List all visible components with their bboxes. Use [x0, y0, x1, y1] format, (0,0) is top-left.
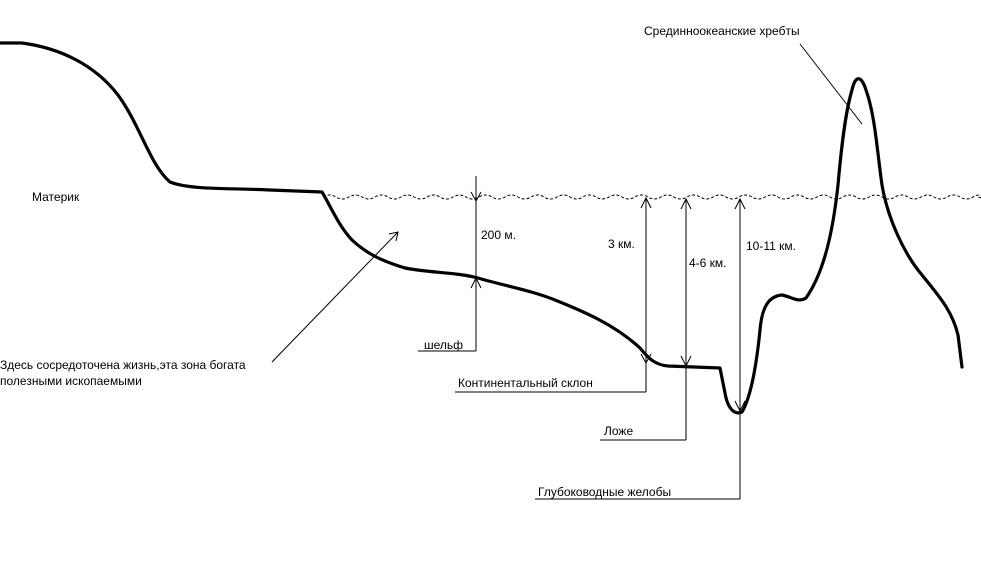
depth-4-6km-arrow-bottom [680, 355, 692, 368]
depth-200-arrow-top [470, 191, 482, 203]
depth-200-label: 200 м. [481, 228, 516, 242]
depth-3km-arrow-top [640, 196, 652, 209]
seabed-profile [0, 41, 964, 415]
ridge-pointer-line [799, 43, 863, 125]
depth-10-11km-label: 10-11 км. [746, 239, 796, 253]
depth-10-11km-arrow-bottom [734, 400, 746, 413]
depth-4-6km-arrow-top [680, 197, 692, 210]
life-zone-label-line2: полезными ископаемыми [0, 374, 142, 388]
life-zone-arrow-line [271, 231, 399, 363]
bed-label: Ложе [604, 424, 633, 438]
slope-label: Континентальный склон [458, 376, 593, 390]
life-zone-label-line1: Здесь сосредоточена жизнь,эта зона богат… [0, 358, 246, 372]
sea-surface-line [322, 194, 981, 200]
ridges-label: Срединноокеанские хребты [644, 24, 800, 38]
life-zone-arrowhead [388, 231, 399, 242]
depth-200-arrow-bottom [470, 276, 482, 289]
depth-4-6km-label: 4-6 км. [689, 256, 727, 270]
depth-3km-label: 3 км. [608, 237, 635, 251]
depth-10-11km-arrow-top [734, 197, 746, 210]
depth-3km-arrow-bottom [640, 353, 652, 365]
shelf-label: шельф [424, 338, 463, 352]
trenches-label: Глубоководные желобы [538, 485, 671, 499]
continent-label: Материк [32, 190, 80, 204]
